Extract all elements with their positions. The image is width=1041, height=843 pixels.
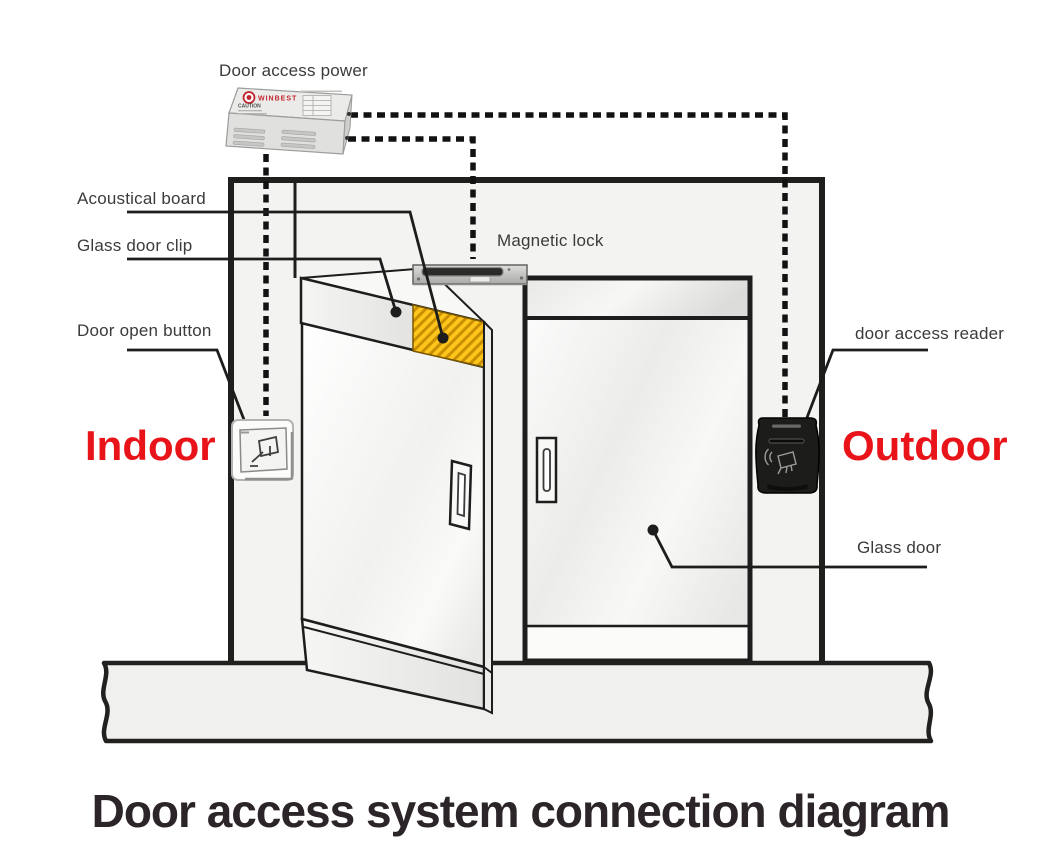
- winbest-logo-icon: [242, 91, 256, 104]
- right-door-top-band: [527, 281, 748, 317]
- press-button-icon: [250, 435, 279, 467]
- leader-dot-acoustical-board: [437, 332, 449, 344]
- diagram-title: Door access system connection diagram: [91, 785, 951, 837]
- label-acoustical-board: Acoustical board: [77, 189, 206, 208]
- leader-acoustical-board: [127, 210, 445, 339]
- leader-door-access-reader: [801, 348, 928, 429]
- power-box-brand: WINBEST: [258, 96, 297, 103]
- leader-glass-door-clip: [127, 257, 398, 313]
- left-door: [299, 266, 493, 715]
- right-door-glass: [527, 280, 748, 659]
- power-box-caution: CAUTION: [238, 104, 261, 110]
- leader-dot-glass-door: [647, 524, 659, 536]
- wire-power-to-lock: [348, 136, 476, 259]
- label-door-open-button: Door open button: [77, 321, 212, 340]
- leader-dot-glass-door-clip: [390, 306, 402, 318]
- label-glass-door-clip: Glass door clip: [77, 236, 193, 255]
- label-door-access-reader: door access reader: [855, 324, 1005, 343]
- access-reader-device: [755, 417, 820, 494]
- right-door: [522, 275, 753, 664]
- leader-glass-door: [651, 529, 927, 569]
- label-outdoor: Outdoor: [842, 422, 1008, 469]
- right-door-bottom-rail: [527, 628, 748, 659]
- wire-power-to-reader: [350, 112, 788, 418]
- label-indoor: Indoor: [85, 422, 216, 469]
- label-glass-door: Glass door: [857, 538, 942, 557]
- card-swipe-icon: [764, 448, 797, 475]
- label-door-access-power: Door access power: [219, 61, 368, 80]
- right-door-handle: [535, 436, 558, 504]
- floor: [101, 660, 934, 744]
- left-door-handle: [448, 459, 473, 531]
- magnetic-lock-device: [412, 264, 528, 286]
- exit-button-device: [231, 419, 294, 481]
- vent-slots: [232, 127, 317, 149]
- leader-door-open-button: [127, 348, 250, 431]
- label-magnetic-lock: Magnetic lock: [497, 231, 604, 250]
- power-supply-unit: WINBEST CAUTION: [225, 87, 353, 155]
- left-door-edge: [483, 319, 493, 715]
